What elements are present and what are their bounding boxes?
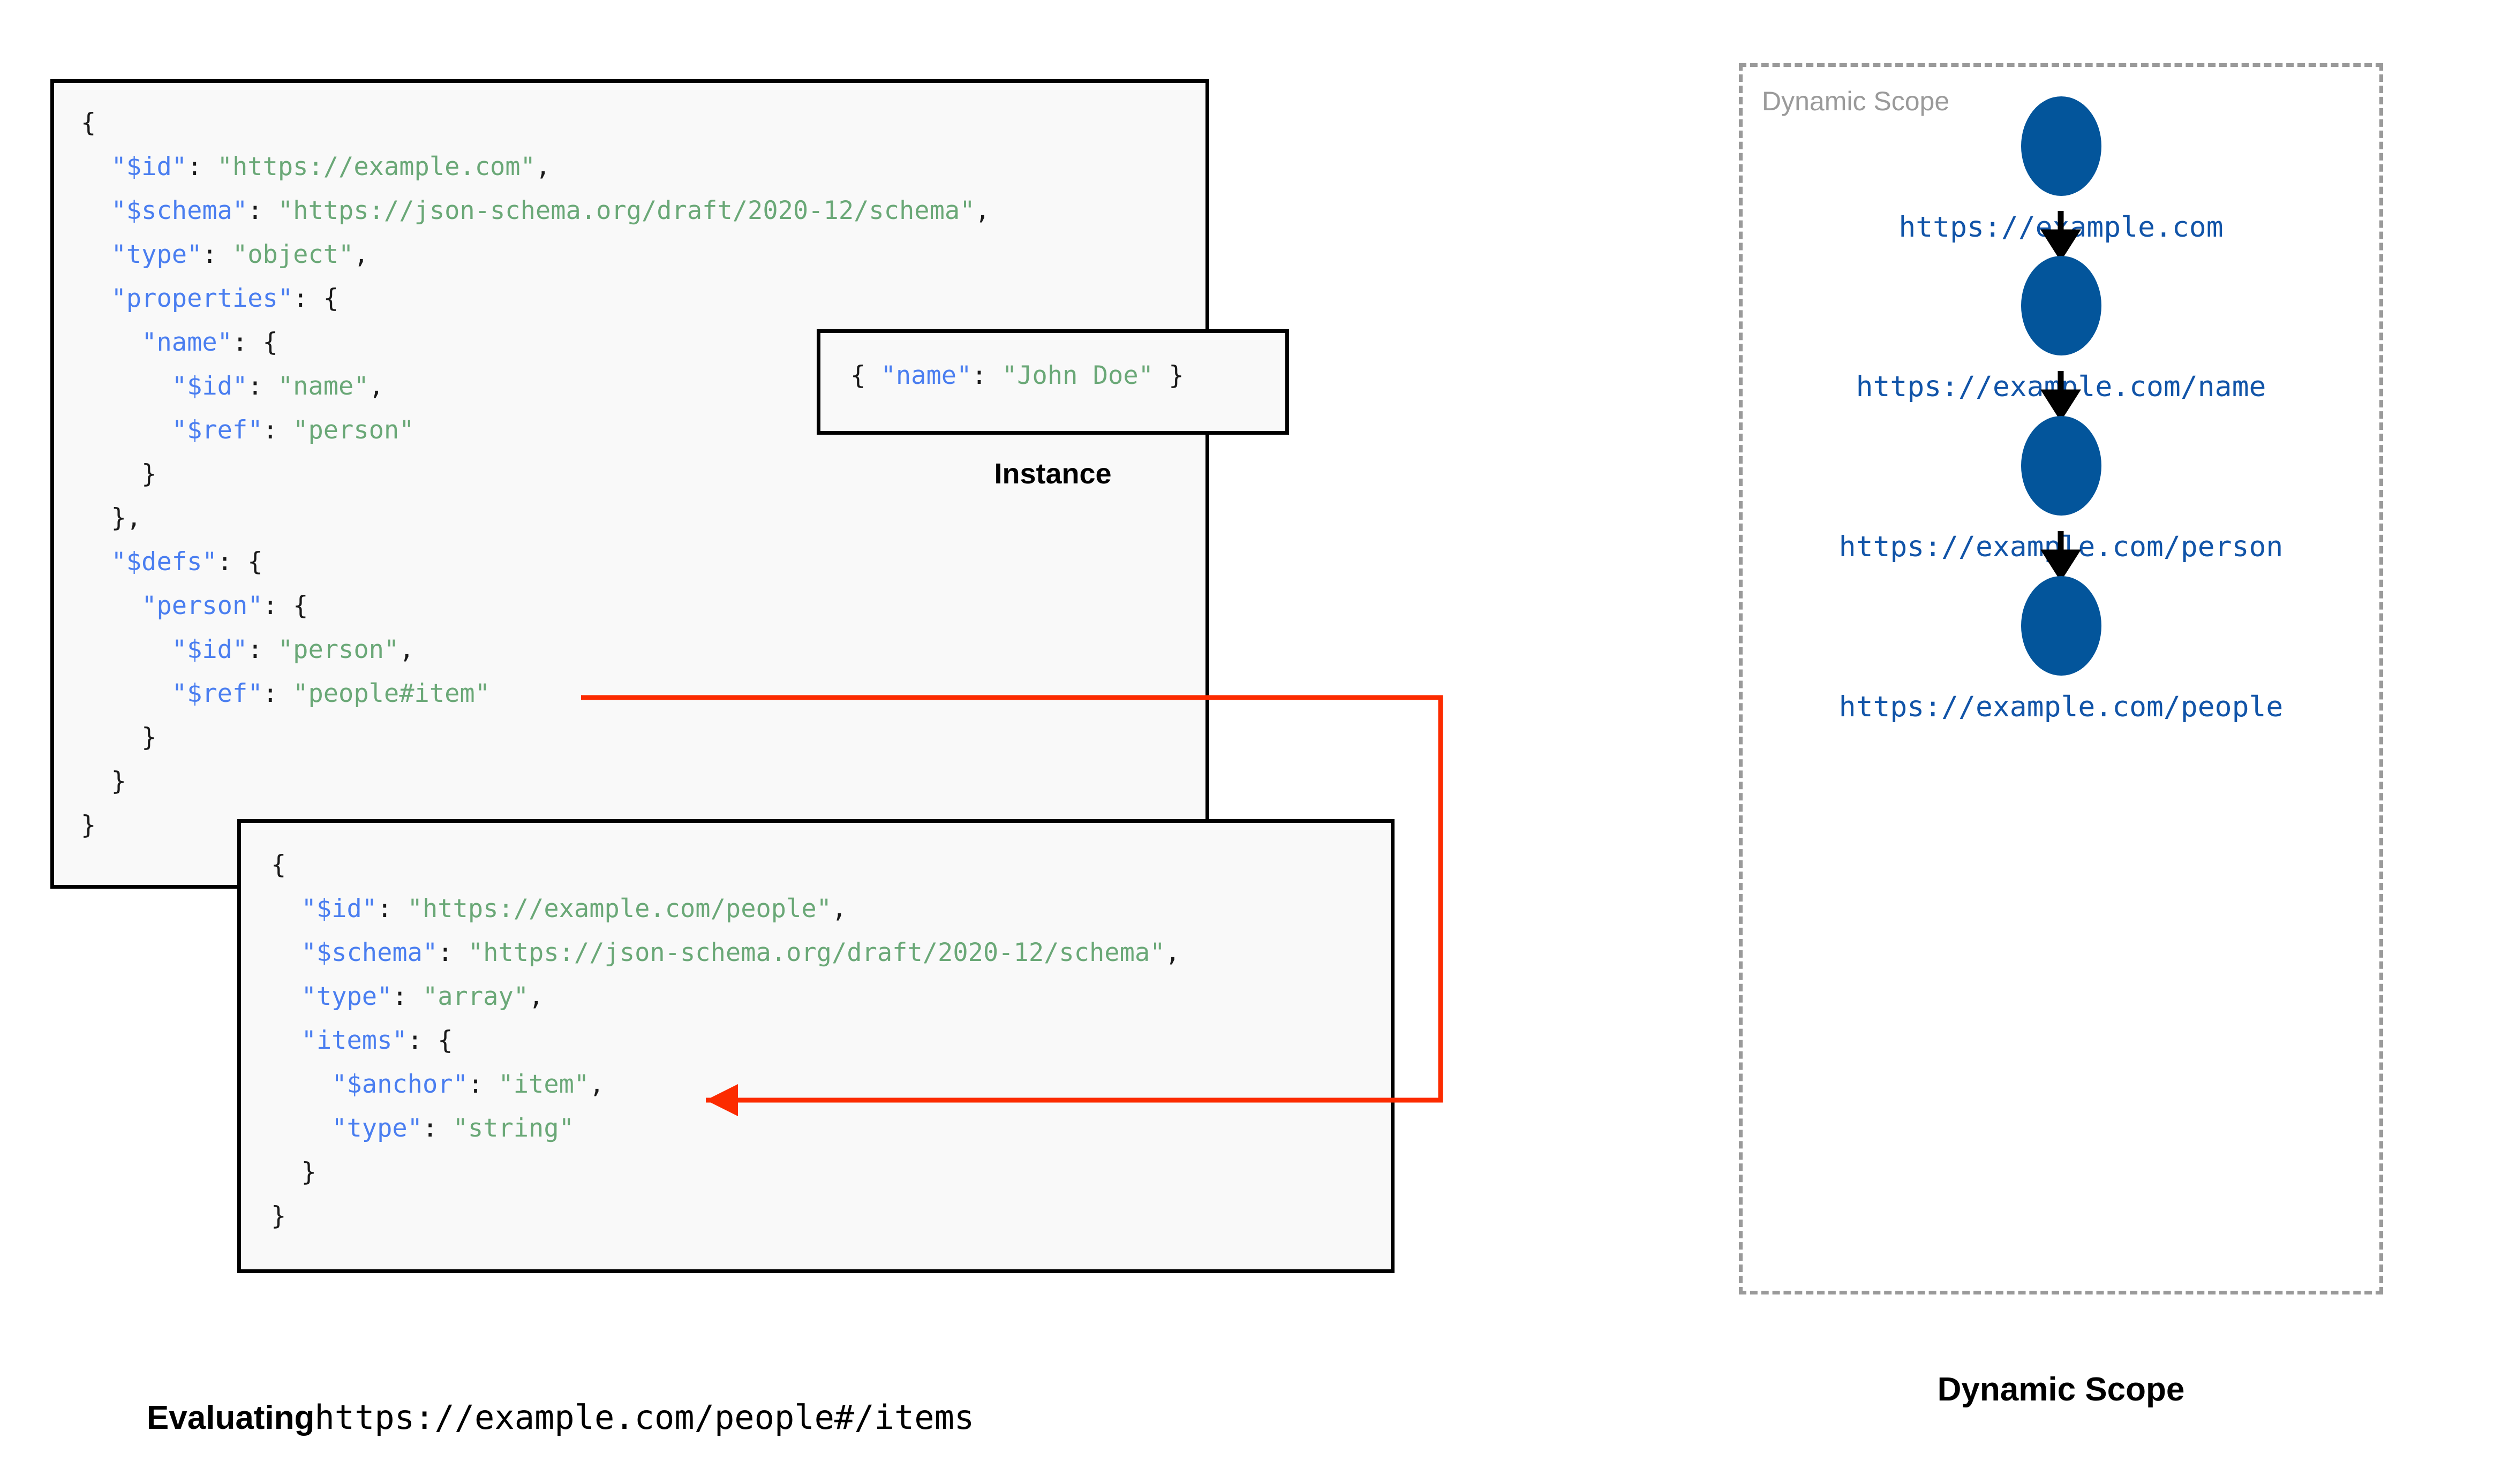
scope-node-3: https://example.com/people — [1739, 576, 2383, 723]
code-line: } — [301, 1157, 316, 1187]
code-line: } — [141, 459, 157, 489]
code-line: "$defs": { — [111, 547, 263, 577]
code-line: "$id": "name", — [171, 372, 384, 401]
dynamic-scope-caption: Dynamic Scope — [1937, 1371, 2185, 1408]
root-schema-box: { "$id": "https://example.com", "$schema… — [50, 79, 1209, 889]
people-schema-box: { "$id": "https://example.com/people", "… — [237, 819, 1395, 1273]
code-line: "$id": "https://example.com", — [111, 152, 551, 181]
evaluating-uri: https://example.com/people#/items — [314, 1398, 975, 1437]
code-line: "properties": { — [111, 284, 339, 313]
code-line: "$schema": "https://json-schema.org/draf… — [111, 196, 990, 225]
scope-node-ellipse — [2021, 96, 2101, 196]
dynamic-scope-inner-label: Dynamic Scope — [1762, 86, 1950, 116]
code-line: "$id": "person", — [171, 635, 415, 664]
code-line: "$ref": "people#item" — [171, 679, 491, 708]
code-line: } — [141, 723, 157, 752]
reference-arrow — [581, 695, 1443, 1116]
people-schema-code: { "$id": "https://example.com/people", "… — [271, 843, 1180, 1238]
scope-arrow-1 — [2040, 371, 2082, 417]
code-line: "person": { — [141, 591, 308, 620]
instance-code: { "name": "John Doe" } — [850, 359, 1184, 393]
code-line: "items": { — [301, 1026, 453, 1055]
evaluating-label: Evaluating — [146, 1399, 315, 1436]
scope-node-ellipse — [2021, 416, 2101, 516]
code-line: "$id": "https://example.com/people", — [301, 894, 847, 923]
evaluating-caption: Evaluatinghttps://example.com/people#/it… — [110, 1360, 974, 1475]
code-line: "type": "array", — [301, 982, 544, 1011]
code-line: "$ref": "person" — [171, 415, 415, 445]
code-line: { "name": "John Doe" } — [850, 361, 1184, 390]
instance-caption: Instance — [994, 458, 1112, 490]
reference-arrow-head — [706, 1084, 738, 1116]
code-line: "type": "string" — [331, 1114, 574, 1143]
code-line: } — [111, 767, 126, 796]
code-line: "$anchor": "item", — [331, 1070, 605, 1099]
code-line: { — [81, 108, 96, 138]
code-line: } — [81, 811, 96, 840]
dynamic-scope-container — [1739, 63, 2383, 1294]
scope-arrow-0 — [2040, 211, 2082, 257]
code-line: } — [271, 1201, 287, 1231]
code-line: "$schema": "https://json-schema.org/draf… — [301, 938, 1180, 967]
scope-arrow-2 — [2040, 531, 2082, 577]
code-line: "type": "object", — [111, 240, 369, 269]
scope-node-ellipse — [2021, 256, 2101, 355]
scope-node-ellipse — [2021, 576, 2101, 676]
instance-box: { "name": "John Doe" } — [817, 329, 1289, 435]
code-line: { — [271, 850, 287, 880]
code-line: "name": { — [141, 328, 278, 357]
scope-node-label: https://example.com/people — [1838, 691, 2284, 723]
code-line: }, — [111, 503, 142, 533]
root-schema-code: { "$id": "https://example.com", "$schema… — [81, 101, 990, 847]
